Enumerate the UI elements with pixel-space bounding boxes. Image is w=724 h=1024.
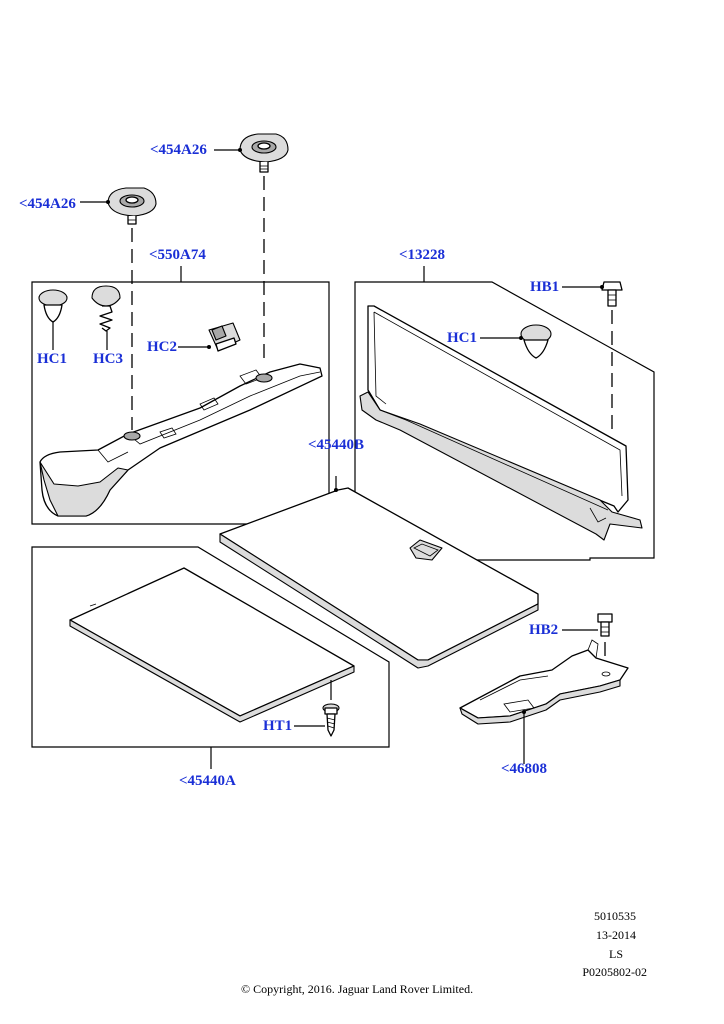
cap-left-part (107, 187, 157, 225)
side-trim-part (39, 363, 323, 517)
group-box-13228 (354, 281, 655, 561)
callout-floor-center[interactable]: <45440B (308, 437, 365, 453)
callout-hc1-right[interactable]: HC1 (447, 330, 477, 346)
clip-hc3 (91, 285, 121, 332)
callout-hc2[interactable]: HC2 (147, 339, 177, 355)
callout-side-trim[interactable]: <550A74 (149, 247, 206, 263)
load-floor-left-part (69, 567, 355, 723)
group-box-45440a (31, 546, 390, 748)
footer-code-4: P0205802-02 (582, 965, 647, 979)
footer-code-1: 5010535 (594, 909, 636, 923)
callout-hb1[interactable]: HB1 (530, 279, 560, 295)
rear-panel-part (359, 305, 643, 541)
bolt-hb2 (597, 613, 613, 637)
footer-code-2: 13-2014 (596, 928, 636, 942)
callout-cap-left[interactable]: <454A26 (19, 196, 76, 212)
clip-hc1-right (520, 324, 552, 359)
callout-cap-top[interactable]: <454A26 (150, 142, 207, 158)
callout-ht1[interactable]: HT1 (263, 718, 293, 734)
bolt-hb1 (601, 281, 623, 307)
load-floor-center-part (219, 487, 539, 669)
copyright: © Copyright, 2016. Jaguar Land Rover Lim… (241, 982, 474, 996)
callout-hc3[interactable]: HC3 (93, 351, 123, 367)
group-box-550a74 (31, 281, 330, 525)
clip-hc2 (208, 322, 241, 352)
callout-hc1-left[interactable]: HC1 (37, 351, 67, 367)
screw-ht1 (322, 703, 340, 737)
footer-code-3: LS (608, 947, 623, 961)
clip-hc1-left (38, 289, 68, 323)
callout-bracket[interactable]: <46808 (501, 761, 548, 777)
callout-hb2[interactable]: HB2 (529, 622, 559, 638)
callout-rear-panel[interactable]: <13228 (399, 247, 446, 263)
callout-floor-left[interactable]: <45440A (179, 773, 236, 789)
cap-top-part (239, 133, 289, 173)
mounting-bracket-part (459, 639, 629, 725)
